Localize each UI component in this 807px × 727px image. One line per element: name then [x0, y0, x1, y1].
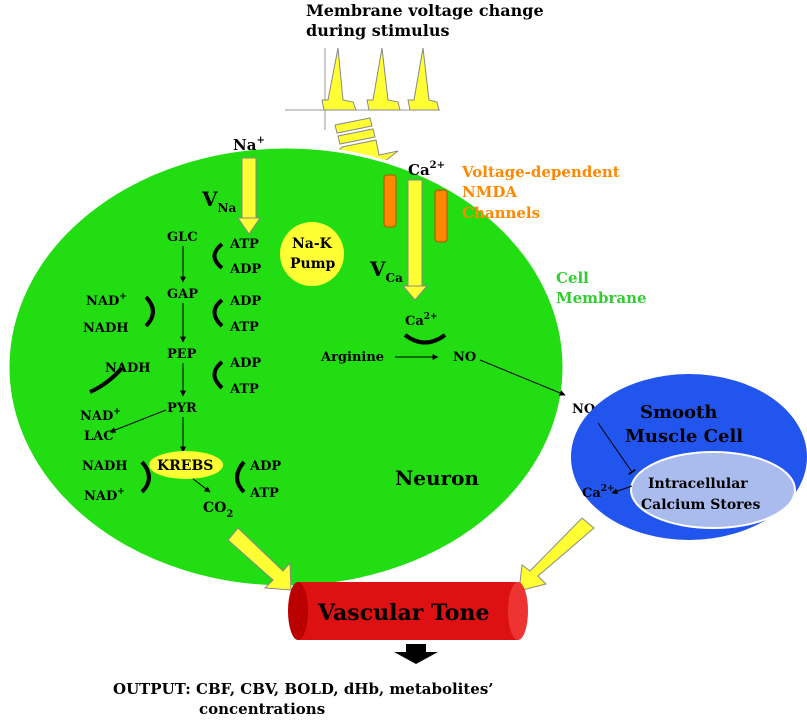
- svg-text:ATP: ATP: [229, 237, 259, 252]
- krebs-cycle: [149, 451, 223, 479]
- ca-label: Ca2+: [408, 160, 445, 179]
- v-ca-label: VCa: [369, 257, 403, 285]
- pyr: PYR: [167, 401, 197, 416]
- svg-text:ADP: ADP: [229, 294, 261, 309]
- output-line1: OUTPUT: CBF, CBV, BOLD, dHb, metabolites…: [113, 680, 494, 698]
- na-influx-arrow: [237, 157, 261, 235]
- stores-line2: Calcium Stores: [641, 497, 760, 513]
- svg-text:NAD+: NAD+: [80, 407, 121, 424]
- nmda-channel-left: [383, 174, 397, 228]
- smc-to-vascular-arrow: [518, 517, 595, 592]
- v-na-label: VNa: [201, 187, 237, 215]
- cofactor-curves: [89, 242, 246, 494]
- channel-label: Voltage-dependent NMDA Channels: [461, 163, 620, 222]
- svg-text:Cell: Cell: [556, 269, 589, 287]
- gap: GAP: [167, 287, 198, 302]
- vascular-tone-label: Vascular Tone: [317, 600, 489, 626]
- svg-text:NO: NO: [453, 350, 476, 365]
- no-inhibit-line: [597, 422, 636, 475]
- glycolysis: GLC GAP PEP PYR LAC: [84, 230, 211, 493]
- nmda-channel-right: [434, 189, 448, 243]
- na-label: Na+: [233, 135, 265, 154]
- svg-text:ATP: ATP: [229, 382, 259, 397]
- svg-text:NADH: NADH: [105, 361, 151, 376]
- voltage-plot: [285, 47, 440, 130]
- svg-text:ATP: ATP: [229, 320, 259, 335]
- glc: GLC: [167, 230, 198, 245]
- calcium-stores: [630, 451, 796, 529]
- krebs-label: KREBS: [157, 458, 213, 474]
- spike-2: [366, 47, 401, 111]
- svg-text:NAD+: NAD+: [84, 487, 125, 504]
- svg-text:NMDA: NMDA: [462, 183, 517, 201]
- vascular-tone-cylinder: [288, 582, 528, 640]
- pump-line2: Pump: [290, 256, 336, 272]
- svg-text:Membrane: Membrane: [556, 289, 647, 307]
- ca-release-arrow: [611, 485, 633, 495]
- stores-line1: Intracellular: [648, 476, 748, 492]
- title-line1: Membrane voltage change: [306, 1, 544, 20]
- ca-influx-arrow: [401, 179, 429, 301]
- pump-line1: Na-K: [292, 236, 333, 252]
- smc-ca-label: Ca2+: [582, 484, 615, 501]
- svg-text:Voltage-dependent: Voltage-dependent: [461, 163, 620, 181]
- svg-text:NADH: NADH: [82, 459, 128, 474]
- na-k-pump: [280, 222, 344, 286]
- title-line2: during stimulus: [306, 21, 449, 40]
- svg-text:Channels: Channels: [462, 204, 540, 222]
- svg-text:ADP: ADP: [229, 356, 261, 371]
- spike-1: [321, 47, 357, 111]
- membrane-label: Cell Membrane: [556, 269, 647, 307]
- svg-text:ADP: ADP: [249, 459, 281, 474]
- co2-label: CO2: [203, 500, 233, 520]
- svg-text:NADH: NADH: [83, 321, 129, 336]
- smooth-muscle-line1: Smooth: [640, 402, 717, 423]
- spike-3: [407, 47, 440, 111]
- neuron-label: Neuron: [395, 466, 479, 490]
- svg-text:Arginine: Arginine: [320, 350, 384, 365]
- svg-text:ATP: ATP: [249, 486, 279, 501]
- output-arrow: [394, 644, 438, 664]
- lac: LAC: [84, 429, 114, 444]
- svg-text:ADP: ADP: [229, 262, 261, 277]
- smooth-muscle-line2: Muscle Cell: [625, 426, 743, 447]
- cofactors: ATP ADP ADP ATP ADP ATP ADP ATP NAD+ NAD…: [80, 237, 281, 504]
- svg-text:NAD+: NAD+: [86, 292, 127, 309]
- neuron-to-vascular-arrow: [227, 527, 292, 591]
- output-line2: concentrations: [199, 700, 325, 718]
- svg-text:Ca2+: Ca2+: [405, 312, 438, 329]
- pep: PEP: [167, 347, 197, 362]
